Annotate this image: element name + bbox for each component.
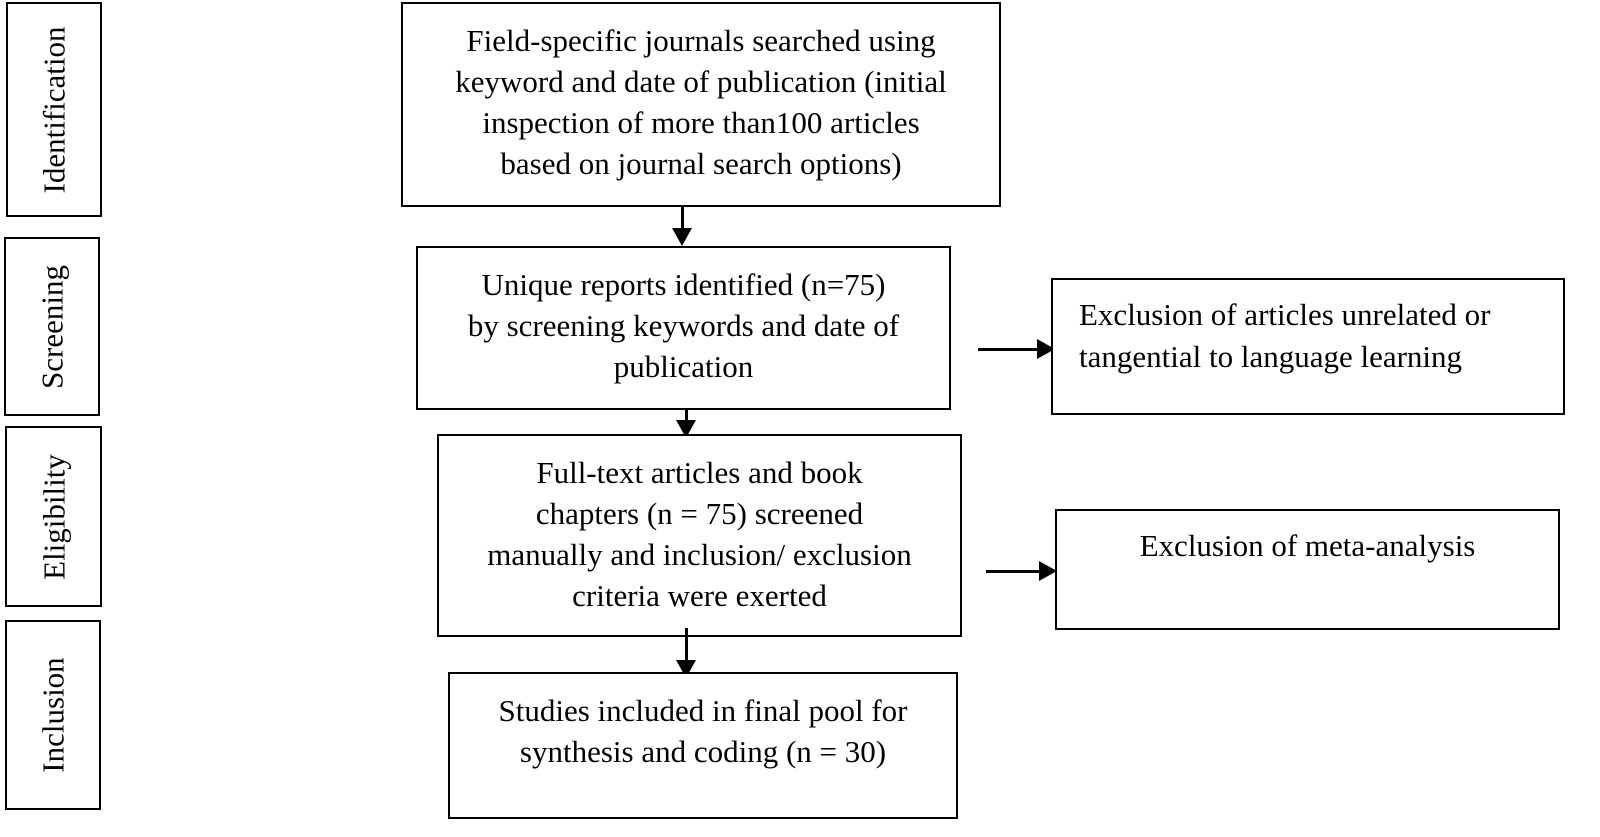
text-line: keyword and date of publication (initial [455, 64, 947, 99]
text-line: Exclusion of articles unrelated or [1079, 297, 1491, 332]
text-line: Unique reports identified (n=75) [481, 267, 886, 302]
eligibility-text: Full-text articles and book chapters (n … [439, 452, 960, 616]
text-line: Studies included in final pool for [498, 693, 908, 728]
connector-line [685, 410, 688, 422]
connector-line [681, 207, 684, 229]
stage-screening-label: Screening [34, 264, 70, 389]
inclusion-box: Studies included in final pool for synth… [448, 672, 958, 819]
arrow-down-icon [672, 228, 692, 246]
text-line: by screening keywords and date of [467, 308, 900, 343]
stage-eligibility-label: Eligibility [36, 453, 71, 580]
text-line: tangential to language learning [1079, 339, 1463, 374]
connector-line [986, 570, 1040, 573]
text-line: publication [613, 349, 754, 384]
identification-text: Field-specific journals searched using k… [403, 20, 999, 184]
text-line: criteria were exerted [572, 578, 827, 613]
text-line: Exclusion of meta-analysis [1139, 528, 1476, 563]
stage-identification: Identification [6, 2, 102, 217]
connector-line [685, 628, 688, 662]
screening-exclusion-text: Exclusion of articles unrelated or tange… [1079, 294, 1553, 378]
inclusion-text: Studies included in final pool for synth… [450, 690, 956, 772]
stage-eligibility: Eligibility [5, 426, 102, 607]
text-line: manually and inclusion/ exclusion [487, 537, 912, 572]
stage-inclusion-label: Inclusion [35, 657, 71, 773]
screening-box: Unique reports identified (n=75) by scre… [416, 246, 951, 410]
stage-inclusion: Inclusion [5, 620, 101, 810]
text-line: synthesis and coding (n = 30) [519, 734, 887, 769]
text-line: based on journal search options) [500, 146, 902, 181]
connector-line [978, 348, 1038, 351]
text-line: chapters (n = 75) screened [535, 496, 864, 531]
arrow-right-icon [1039, 561, 1057, 581]
stage-identification-label: Identification [36, 26, 72, 193]
eligibility-box: Full-text articles and book chapters (n … [437, 434, 962, 637]
arrow-down-icon [676, 420, 696, 438]
text-line: inspection of more than100 articles [482, 105, 920, 140]
arrow-right-icon [1037, 339, 1055, 359]
stage-screening: Screening [4, 237, 100, 416]
eligibility-exclusion-box: Exclusion of meta-analysis [1055, 509, 1560, 630]
text-line: Field-specific journals searched using [466, 23, 936, 58]
identification-box: Field-specific journals searched using k… [401, 2, 1001, 207]
eligibility-exclusion-text: Exclusion of meta-analysis [1057, 525, 1558, 566]
text-line: Full-text articles and book [536, 455, 863, 490]
screening-exclusion-box: Exclusion of articles unrelated or tange… [1051, 278, 1565, 415]
screening-text: Unique reports identified (n=75) by scre… [418, 264, 949, 387]
